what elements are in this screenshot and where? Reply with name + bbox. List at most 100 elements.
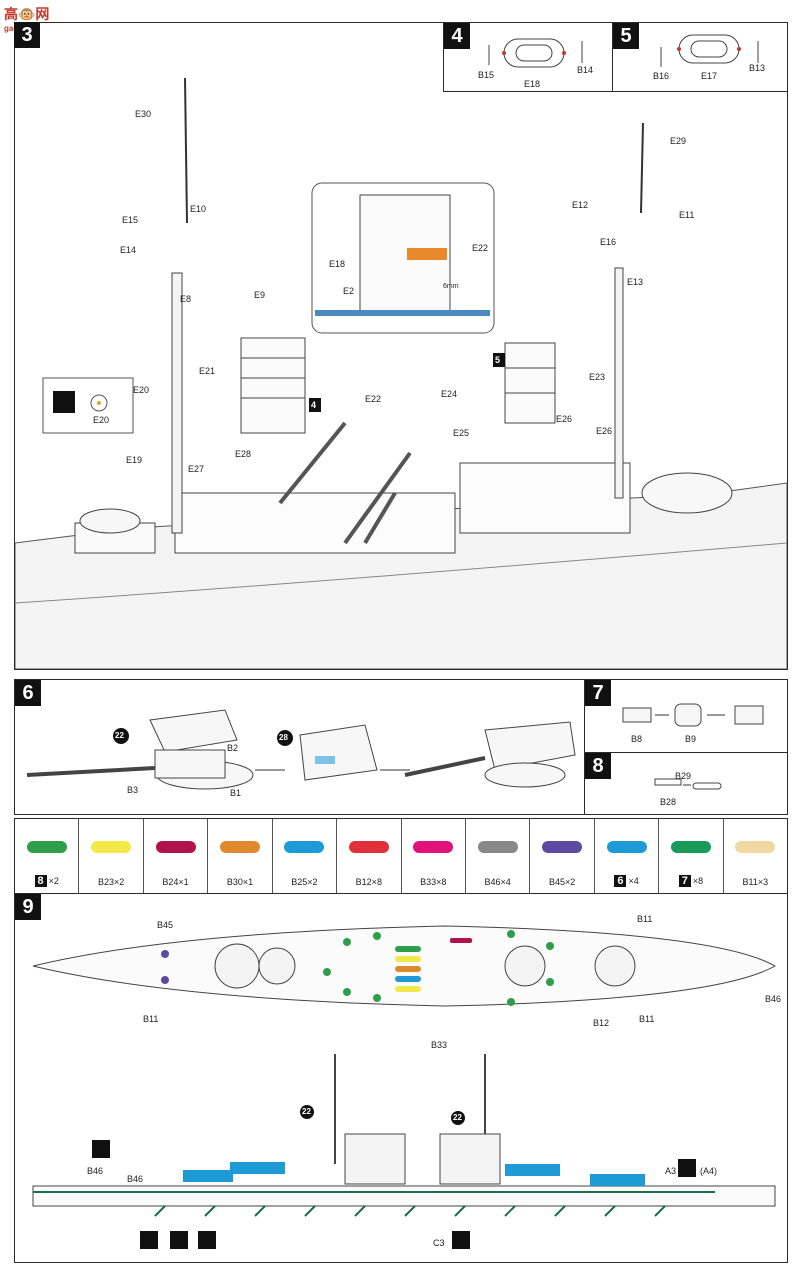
part-qty-text: B33×8 — [420, 877, 447, 887]
part-cell: 8×2 — [15, 819, 80, 893]
step-9-illustration — [32, 925, 777, 1249]
ref-22: 22 — [115, 731, 124, 740]
step-8-panel: 8 B29 B28 — [584, 752, 788, 815]
part-cell: 6×4 — [595, 819, 660, 893]
part-swatch — [670, 841, 711, 853]
step-8-number: 8 — [585, 753, 611, 779]
label-e2: E2 — [343, 286, 355, 296]
label-b12: B12 — [593, 1018, 610, 1028]
part-swatch — [91, 841, 132, 853]
step-4-panel: 4 B15 E18 B14 — [443, 22, 613, 92]
part-quantity: 7×8 — [659, 875, 722, 887]
part-quantity: B11×3 — [724, 877, 787, 887]
label-b15: B15 — [478, 70, 495, 80]
label-e18-s4: E18 — [524, 79, 541, 89]
label-e9: E9 — [254, 290, 266, 300]
part-cell: B23×2 — [79, 819, 144, 893]
step-3-illustration — [15, 77, 787, 669]
label-b33: B33 — [431, 1040, 448, 1050]
part-quantity: B23×2 — [79, 877, 142, 887]
label-e30: E30 — [135, 109, 152, 119]
label-e22: E22 — [365, 394, 382, 404]
label-b11-left: B11 — [143, 1014, 159, 1024]
part-cell: B12×8 — [337, 819, 402, 893]
step-4-number: 4 — [444, 23, 470, 49]
step-5-panel: 5 B16 E17 B13 — [612, 22, 788, 92]
label-e13: E13 — [627, 277, 644, 287]
label-e10: E10 — [190, 204, 207, 214]
label-b2: B2 — [227, 743, 239, 753]
step-3-panel: 3 — [14, 22, 788, 670]
step-badge: 8 — [34, 875, 47, 887]
watermark-title: 高🐵网 — [4, 6, 50, 22]
step-5-illustration — [660, 34, 759, 67]
label-e25: E25 — [453, 428, 470, 438]
part-qty-text: B30×1 — [226, 877, 254, 887]
label-e23: E23 — [589, 372, 606, 382]
part-cell: B33×8 — [402, 819, 466, 893]
label-b9: B9 — [685, 734, 697, 744]
part-quantity: B45×2 — [530, 877, 593, 887]
label-b13: B13 — [749, 63, 766, 73]
label-a3: A3 — [665, 1166, 677, 1176]
label-e12: E12 — [572, 200, 589, 210]
ref-22-aft: 22 — [453, 1113, 462, 1122]
ref-22-fore: 22 — [302, 1107, 311, 1116]
label-b8: B8 — [631, 734, 643, 744]
label-b46-side-1: B46 — [87, 1166, 104, 1176]
part-swatch — [735, 841, 776, 853]
label-b29: B29 — [675, 771, 692, 781]
badge-4-label: 4 — [311, 400, 317, 410]
step-4-illustration — [488, 38, 583, 68]
step-6-panel: 6 22 28 B2 B3 B1 — [14, 679, 585, 815]
part-cell: B11×3 — [724, 819, 787, 893]
step-6-number: 6 — [15, 680, 41, 706]
label-a4: (A4) — [700, 1166, 718, 1176]
part-quantity: B24×1 — [144, 877, 207, 887]
part-cell: B46×4 — [466, 819, 531, 893]
step-7-number: 7 — [585, 680, 611, 706]
part-qty-text: B25×2 — [291, 877, 318, 887]
label-e15: E15 — [122, 215, 139, 225]
label-b11-top: B11 — [637, 914, 653, 924]
label-e28: E28 — [235, 449, 252, 459]
part-quantity: 8×2 — [15, 875, 78, 887]
part-swatch — [542, 841, 583, 853]
label-e21: E21 — [199, 366, 216, 376]
badge-5-label: 5 — [495, 355, 501, 365]
part-quantity: B12×8 — [337, 877, 400, 887]
part-cell: B24×1 — [144, 819, 209, 893]
label-b28: B28 — [660, 797, 677, 807]
label-6mm: 6mm — [443, 283, 459, 290]
label-e11: E11 — [679, 210, 695, 220]
part-qty-text: B12×8 — [355, 877, 382, 887]
step-5-number: 5 — [613, 23, 639, 49]
label-b45: B45 — [157, 920, 174, 930]
label-b16: B16 — [653, 71, 670, 81]
label-e14: E14 — [120, 245, 137, 255]
step-badge: 6 — [614, 875, 627, 887]
step-7-illustration — [622, 703, 764, 727]
part-swatch — [155, 841, 196, 853]
part-qty-text: B23×2 — [97, 877, 125, 887]
step-9-number: 9 — [15, 894, 41, 920]
label-e19: E19 — [126, 455, 143, 465]
part-swatch — [348, 841, 389, 853]
part-quantity: B25×2 — [273, 877, 336, 887]
part-quantity: B33×8 — [402, 877, 465, 887]
label-e20-bottom: E20 — [93, 415, 110, 425]
part-qty-text: B45×2 — [548, 877, 576, 887]
label-e17: E17 — [701, 71, 718, 81]
step-9-panel: 9 — [14, 893, 788, 1263]
part-cell: B45×2 — [530, 819, 595, 893]
part-cell: 7×8 — [659, 819, 724, 893]
label-e26-left: E26 — [556, 414, 573, 424]
part-cell: B25×2 — [273, 819, 338, 893]
part-swatch — [26, 841, 67, 853]
label-e18-callout: E18 — [329, 259, 346, 269]
part-qty-text: B24×1 — [162, 877, 189, 887]
part-qty-text: B11×3 — [742, 877, 769, 887]
label-b1: B1 — [230, 788, 242, 798]
step-badge: 7 — [678, 875, 691, 887]
